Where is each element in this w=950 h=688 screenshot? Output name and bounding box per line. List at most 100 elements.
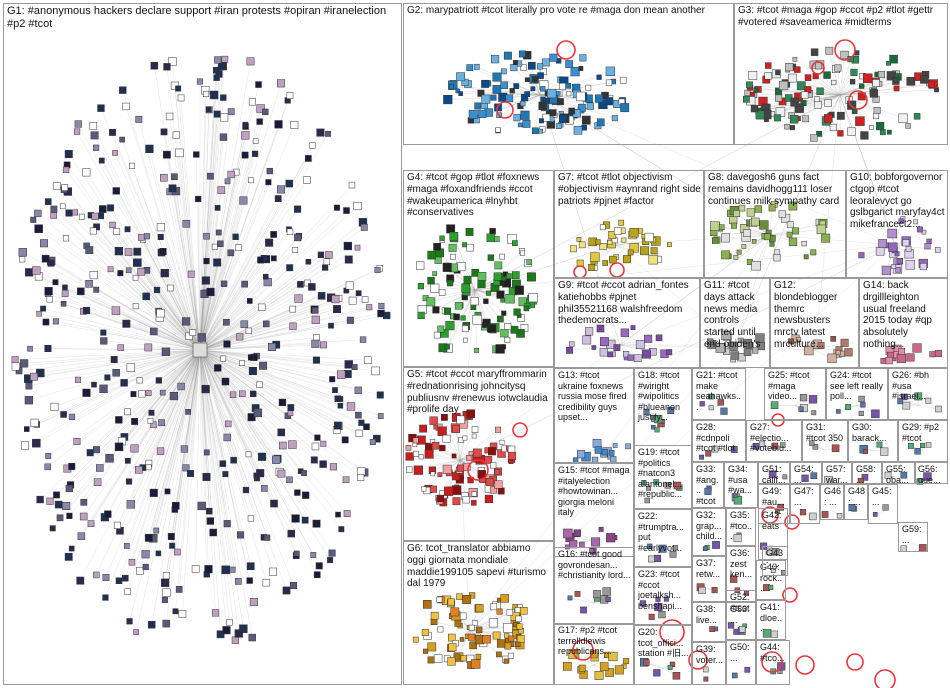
cluster-panel-g43: G43: ... (762, 546, 788, 576)
cluster-label-g1: G1: #anonymous hackers declare support #… (7, 5, 399, 31)
cluster-label-g31: G31: #tcot 350 (806, 422, 845, 443)
cluster-panel-g1: G1: #anonymous hackers declare support #… (3, 3, 402, 685)
cluster-panel-g49: G49: #au... (758, 484, 790, 524)
cluster-panel-g4: G4: #tcot #gop #tlot #foxnews #maga #fox… (403, 170, 554, 367)
cluster-panel-g26: G26: #bh #usa #israel... (888, 368, 948, 420)
cluster-label-g45: G45: ... (872, 486, 895, 507)
cluster-label-g10: G10: bobforgovernor ctgop #tcot leoralev… (850, 172, 945, 231)
cluster-label-g33: G33: #ang... #tcot (696, 464, 721, 506)
cluster-label-g3: G3: #tcot #maga #gop #ccot #p2 #tlot #ge… (738, 5, 945, 29)
cluster-label-g17: G17: #p2 #tcot terrelldlewis republicans… (558, 625, 631, 657)
cluster-panel-g58: G58: ... (852, 462, 882, 484)
cluster-label-g9: G9: #tcot #ccot adrian_fontes katiehobbs… (558, 280, 697, 327)
cluster-panel-g20: G20: tcot_offici... station #旧... (634, 625, 692, 685)
cluster-panel-g5: G5: #tcot #ccot maryffrommarin #rednatio… (403, 367, 554, 541)
cluster-label-g6: G6: tcot_translator abbiamo oggi giornat… (407, 543, 551, 590)
cluster-label-g15: G15: #tcot #maga #italyelection #howtowi… (558, 465, 631, 518)
cluster-label-g49: G49: #au... (762, 486, 787, 507)
cluster-panel-g21: G21: #tcot make seahawks... (692, 368, 746, 420)
cluster-label-g48: G48: ... (848, 486, 865, 507)
cluster-panel-g54: G54: ... (790, 462, 822, 484)
cluster-panel-g10: G10: bobforgovernor ctgop #tcot leoralev… (846, 170, 948, 278)
highlight-ring (847, 654, 863, 670)
cluster-label-g11: G11: #tcot days attack news media contro… (704, 280, 767, 351)
cluster-panel-g32: G32: grap... child... (692, 508, 726, 556)
cluster-panel-g55: G55: oba... (882, 462, 916, 484)
cluster-label-g55: G55: oba... (886, 464, 913, 484)
cluster-panel-g18: G18: #tcot #wiright #wipolitics #blueano… (634, 368, 692, 446)
cluster-panel-g51: G51: calif... (758, 462, 790, 484)
cluster-label-g39: G39: voter... (696, 644, 723, 665)
cluster-label-g4: G4: #tcot #gop #tlot #foxnews #maga #fox… (407, 172, 551, 219)
cluster-panel-g39: G39: voter... (692, 642, 726, 685)
cluster-panel-g31: G31: #tcot 350 (802, 420, 848, 462)
cluster-panel-g46: G46: ... (820, 484, 844, 520)
cluster-label-g58: G58: ... (856, 464, 879, 484)
cluster-label-g53: G53: ... (730, 604, 753, 625)
cluster-label-g36: G36: zest ken... (730, 548, 753, 580)
cluster-panel-g7: G7: #tcot #tlot objectivism #objectivism… (554, 170, 704, 278)
cluster-label-g54: G54: ... (794, 464, 819, 484)
cluster-panel-g28: G28: #cdnpoli #tcot #tlot (692, 420, 746, 462)
cluster-panel-g19: G19: #tcot #politics #natcon3 alantonel.… (634, 445, 692, 509)
cluster-panel-g2: G2: marypatriott #tcot literally pro vot… (403, 3, 734, 145)
cluster-label-g43: G43: ... (766, 548, 785, 569)
cluster-panel-g23: G23: #tcot #ccot joetalksh... benshapi..… (634, 567, 692, 625)
cluster-label-g26: G26: #bh #usa #israel... (892, 370, 945, 402)
cluster-panel-g37: G37: retw... (692, 556, 726, 602)
cluster-label-g23: G23: #tcot #ccot joetalksh... benshapi..… (638, 569, 689, 611)
cluster-panel-g22: G22: #trumptra... put #earlyvot... (634, 509, 692, 567)
cluster-label-g38: G38: live... (696, 604, 723, 625)
cluster-label-g7: G7: #tcot #tlot objectivism #objectivism… (558, 172, 701, 207)
cluster-panel-g56: G56: gue... (914, 462, 948, 484)
cluster-label-g30: G30: barack... (852, 422, 895, 443)
cluster-panel-g6: G6: tcot_translator abbiamo oggi giornat… (403, 541, 554, 685)
cluster-label-g19: G19: #tcot #politics #natcon3 alantonel.… (638, 447, 689, 500)
cluster-panel-g30: G30: barack... (848, 420, 898, 462)
cluster-label-g27: G27: #electio... #voteblu... (750, 422, 799, 454)
cluster-label-g29: G29: #p2 #tcot (902, 422, 945, 443)
cluster-panel-g34: G34: #usa #wa... (724, 462, 758, 508)
cluster-panel-g11: G11: #tcot days attack news media contro… (700, 278, 770, 368)
cluster-panel-g48: G48: ... (844, 484, 868, 520)
highlight-ring (875, 670, 895, 688)
cluster-label-g37: G37: retw... (696, 558, 723, 579)
cluster-panel-g53: G53: ... (726, 602, 756, 640)
cluster-label-g41: G41: dloe... (760, 602, 783, 634)
cluster-label-g13: G13: #tcot ukraine foxnews russia mose f… (558, 370, 631, 423)
cluster-panel-g45: G45: ... (868, 484, 898, 524)
cluster-label-g2: G2: marypatriott #tcot literally pro vot… (407, 5, 731, 17)
cluster-label-g32: G32: grap... child... (696, 510, 723, 542)
cluster-panel-g50: G50: ... (726, 640, 756, 685)
cluster-label-g16: G16: #tcot good govrondesan... #christia… (558, 549, 631, 581)
cluster-label-g20: G20: tcot_offici... station #旧... (638, 627, 689, 659)
cluster-panel-g59: G59: ... (898, 522, 928, 552)
cluster-label-g22: G22: #trumptra... put #earlyvot... (638, 511, 689, 553)
cluster-label-g57: G57: war... (826, 464, 849, 484)
highlight-ring (796, 656, 814, 674)
cluster-panel-g12: G12: blondeblogger themrc newsbusters mr… (770, 278, 859, 368)
cluster-label-g18: G18: #tcot #wiright #wipolitics #blueano… (638, 370, 689, 423)
cluster-label-g14: G14: back drgillleighton usual freeland … (863, 280, 945, 351)
cluster-label-g35: G35: #tco... (730, 510, 753, 542)
cluster-label-g47: G47: ... (794, 486, 817, 507)
cluster-label-g12: G12: blondeblogger themrc newsbusters mr… (774, 280, 856, 351)
cluster-label-g59: G59: ... (902, 524, 925, 545)
cluster-panel-g13: G13: #tcot ukraine foxnews russia mose f… (554, 368, 634, 463)
cluster-panel-g38: G38: live... (692, 602, 726, 642)
cluster-label-g44: G44: #tco... (760, 642, 787, 663)
cluster-panel-g3: G3: #tcot #maga #gop #ccot #p2 #tlot #ge… (734, 3, 948, 145)
cluster-label-g28: G28: #cdnpoli #tcot #tlot (696, 422, 743, 454)
cluster-panel-g29: G29: #p2 #tcot (898, 420, 948, 462)
cluster-panel-g9: G9: #tcot #ccot adrian_fontes katiehobbs… (554, 278, 700, 368)
cluster-panel-g35: G35: #tco... (726, 508, 756, 546)
cluster-panel-g41: G41: dloe... (756, 600, 786, 640)
cluster-label-g21: G21: #tcot make seahawks... (696, 370, 743, 412)
cluster-panel-g17: G17: #p2 #tcot terrelldlewis republicans… (554, 623, 634, 685)
cluster-label-g24: G24: #tcot see left really poll... (830, 370, 885, 402)
cluster-label-g5: G5: #tcot #ccot maryffrommarin #rednatio… (407, 369, 551, 416)
cluster-panel-g47: G47: ... (790, 484, 820, 524)
cluster-panel-g14: G14: back drgillleighton usual freeland … (859, 278, 948, 368)
cluster-label-g51: G51: calif... (762, 464, 787, 484)
cluster-panel-g8: G8: davegosh6 guns fact remains davidhog… (704, 170, 846, 278)
